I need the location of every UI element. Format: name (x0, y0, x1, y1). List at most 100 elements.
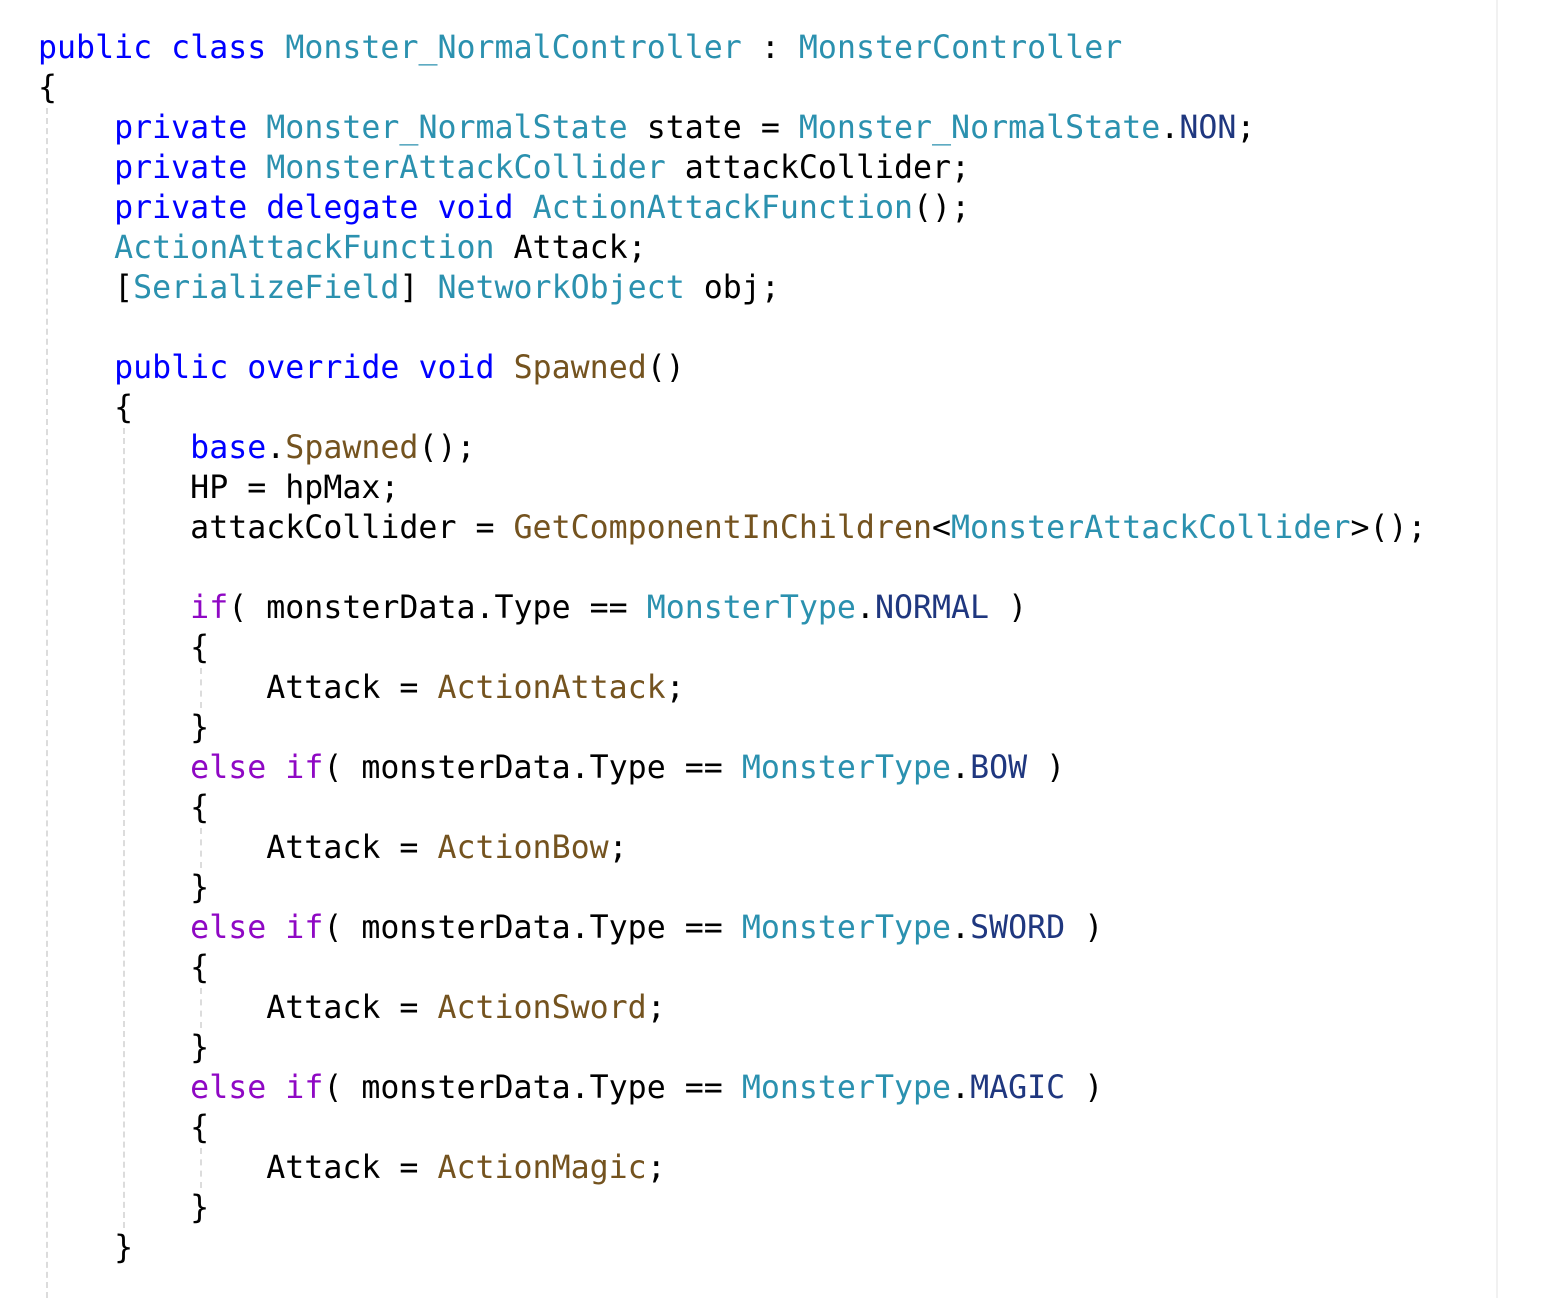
code-token: } (38, 1030, 210, 1066)
code-token: ) (1027, 750, 1066, 786)
code-token (228, 350, 247, 386)
code-token: ) (989, 590, 1028, 626)
code-token: if (190, 590, 229, 626)
code-token: ( monsterData.Type == (228, 590, 647, 626)
code-line: else if( monsterData.Type == MonsterType… (38, 908, 1427, 948)
code-line: } (38, 708, 1427, 748)
code-token: ( monsterData.Type == (323, 750, 742, 786)
code-token: else (190, 750, 267, 786)
code-token: (); (418, 430, 476, 466)
code-token: ( monsterData.Type == (323, 1070, 742, 1106)
code-line: if( monsterData.Type == MonsterType.NORM… (38, 588, 1427, 628)
code-token (266, 30, 285, 66)
code-token: ) (1065, 1070, 1104, 1106)
code-line: else if( monsterData.Type == MonsterType… (38, 748, 1427, 788)
code-token: ; (608, 830, 628, 866)
code-token: delegate (266, 190, 419, 226)
code-token: MonsterController (798, 30, 1123, 66)
code-token (399, 350, 418, 386)
indent-guide-if-normal (200, 668, 202, 708)
code-token: Attack; (494, 230, 647, 266)
code-token (247, 190, 266, 226)
code-token: NORMAL (874, 590, 990, 626)
code-token: MonsterAttackCollider (266, 150, 666, 186)
code-line: private delegate void ActionAttackFuncti… (38, 188, 1427, 228)
code-line: } (38, 1028, 1427, 1068)
code-token: Monster_NormalState (266, 110, 628, 146)
code-token (266, 910, 285, 946)
code-token: () (646, 350, 685, 386)
code-token: ] (399, 270, 438, 306)
code-token: Monster_NormalState (798, 110, 1161, 146)
code-line: Attack = ActionSword; (38, 988, 1427, 1028)
code-token: Spawned (513, 350, 647, 386)
code-line: Attack = ActionMagic; (38, 1148, 1427, 1188)
code-token: Attack = (38, 990, 438, 1026)
code-token (266, 750, 285, 786)
code-token (495, 350, 514, 386)
code-text[interactable]: public class Monster_NormalController : … (38, 28, 1427, 1268)
code-line: { (38, 388, 1427, 428)
code-token: [ (38, 270, 134, 306)
code-token (38, 430, 190, 466)
code-token (514, 190, 533, 226)
code-token: else (190, 1070, 267, 1106)
code-token: Attack = (38, 670, 438, 706)
code-token: . (855, 590, 875, 626)
code-token: public (114, 350, 229, 386)
code-line: public override void Spawned() (38, 348, 1427, 388)
code-token: private (114, 150, 248, 186)
code-token: ( monsterData.Type == (323, 910, 742, 946)
code-line: public class Monster_NormalController : … (38, 28, 1427, 68)
code-line: { (38, 68, 1427, 108)
code-token: } (38, 710, 210, 746)
indent-guide-if-sword (200, 988, 202, 1028)
code-token (38, 150, 114, 186)
indent-guide-class (46, 108, 48, 1298)
code-token: ) (1065, 910, 1104, 946)
code-token: attackCollider = (38, 510, 514, 546)
code-token (38, 590, 190, 626)
indent-guide-if-bow (200, 828, 202, 868)
indent-guide-if-magic (200, 1148, 202, 1188)
code-token (247, 150, 266, 186)
code-token: . (951, 910, 971, 946)
code-line (38, 308, 1427, 348)
code-token: MAGIC (970, 1070, 1066, 1106)
code-line: private Monster_NormalState state = Mons… (38, 108, 1427, 148)
code-token (38, 910, 190, 946)
code-token (38, 350, 114, 386)
code-line: } (38, 1188, 1427, 1228)
code-token: . (951, 1070, 971, 1106)
code-token: MonsterType (646, 590, 856, 626)
code-line: Attack = ActionBow; (38, 828, 1427, 868)
code-token: . (266, 430, 286, 466)
code-token: { (38, 1110, 210, 1146)
code-line: ActionAttackFunction Attack; (38, 228, 1427, 268)
code-token (38, 190, 114, 226)
code-token (38, 750, 190, 786)
code-line: HP = hpMax; (38, 468, 1427, 508)
code-token: ; (646, 1150, 666, 1186)
code-token (266, 1070, 285, 1106)
code-line: Attack = ActionAttack; (38, 668, 1427, 708)
code-token: } (38, 1190, 210, 1226)
code-token (38, 110, 114, 146)
code-token (38, 230, 114, 266)
code-token: ActionAttackFunction (532, 190, 914, 226)
code-token: BOW (970, 750, 1028, 786)
code-line: private MonsterAttackCollider attackColl… (38, 148, 1427, 188)
code-token: if (285, 750, 324, 786)
code-token: ; (646, 990, 666, 1026)
code-token: private (114, 110, 248, 146)
indent-guide-method (123, 428, 125, 1228)
code-token: if (285, 1070, 324, 1106)
code-token: MonsterType (741, 750, 952, 786)
code-token: ActionSword (437, 990, 647, 1026)
code-line (38, 548, 1427, 588)
code-token: NON (1179, 110, 1237, 146)
code-line: [SerializeField] NetworkObject obj; (38, 268, 1427, 308)
code-token: attackCollider; (665, 150, 971, 186)
code-token: NetworkObject (437, 270, 685, 306)
